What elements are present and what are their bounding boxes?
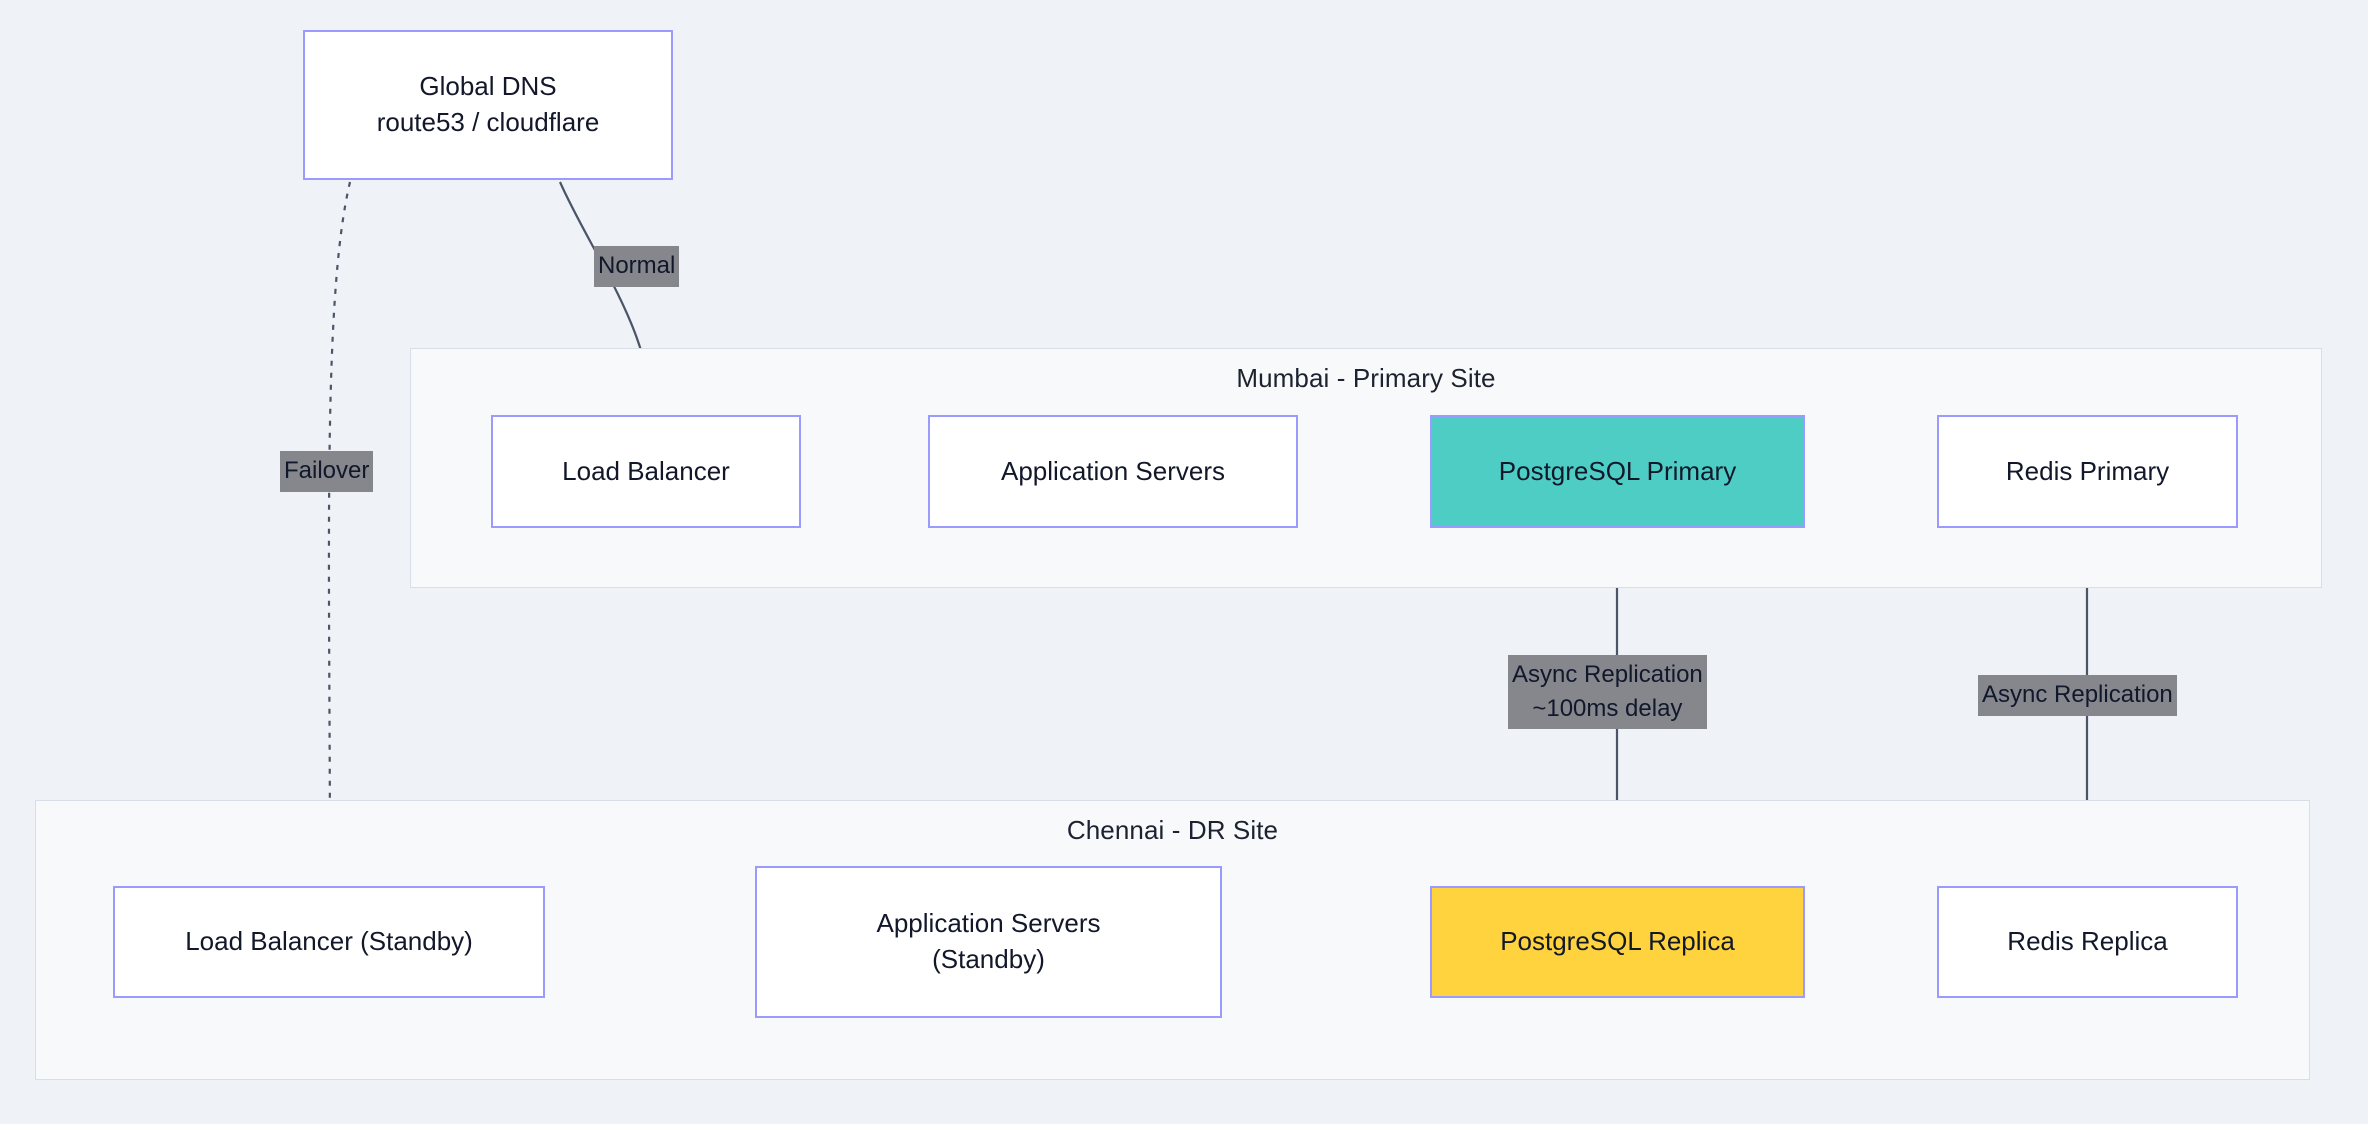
node-chennai-load-balancer-standby[interactable]: Load Balancer (Standby) xyxy=(113,886,545,998)
node-chennai-redis-replica-label: Redis Replica xyxy=(2007,926,2168,957)
node-chennai-redis-replica[interactable]: Redis Replica xyxy=(1937,886,2238,998)
node-chennai-app-line2: (Standby) xyxy=(932,944,1045,974)
node-chennai-app-line1: Application Servers xyxy=(876,908,1101,939)
edge-dns-to-chennai-lb xyxy=(320,181,352,884)
node-global-dns-label: Global DNS route53 / cloudflare xyxy=(367,69,610,141)
node-mumbai-application-servers-label: Application Servers xyxy=(1001,455,1225,486)
cluster-mumbai-title: Mumbai - Primary Site xyxy=(1236,363,1496,393)
node-mumbai-redis-primary[interactable]: Redis Primary xyxy=(1937,415,2238,528)
node-mumbai-application-servers[interactable]: Application Servers xyxy=(928,415,1298,528)
node-chennai-application-servers-standby[interactable]: Application Servers (Standby) xyxy=(755,866,1222,1018)
node-mumbai-load-balancer[interactable]: Load Balancer xyxy=(491,415,801,528)
node-mumbai-postgresql-primary-label: PostgreSQL Primary xyxy=(1498,455,1737,486)
node-mumbai-postgresql-primary[interactable]: PostgreSQL Primary xyxy=(1430,415,1805,528)
edge-label-pg-replication: Async Replication ~100ms delay xyxy=(1508,655,1707,730)
node-chennai-application-servers-standby-label: Application Servers (Standby) xyxy=(867,906,1111,978)
cluster-chennai-title: Chennai - DR Site xyxy=(1066,815,1279,845)
edge-label-normal: Normal xyxy=(594,246,680,287)
edge-label-redis-replication: Async Replication xyxy=(1978,675,2177,716)
node-mumbai-redis-primary-label: Redis Primary xyxy=(2005,455,2170,486)
node-mumbai-load-balancer-label: Load Balancer xyxy=(562,455,730,486)
node-global-dns-line1: Global DNS xyxy=(419,71,557,102)
node-global-dns[interactable]: Global DNS route53 / cloudflare xyxy=(303,30,673,180)
node-global-dns-line2: route53 / cloudflare xyxy=(376,107,600,137)
node-chennai-load-balancer-standby-label: Load Balancer (Standby) xyxy=(185,926,473,957)
node-chennai-postgresql-replica-label: PostgreSQL Replica xyxy=(1500,926,1735,957)
node-chennai-postgresql-replica[interactable]: PostgreSQL Replica xyxy=(1430,886,1805,998)
edge-label-failover: Failover xyxy=(280,451,374,492)
